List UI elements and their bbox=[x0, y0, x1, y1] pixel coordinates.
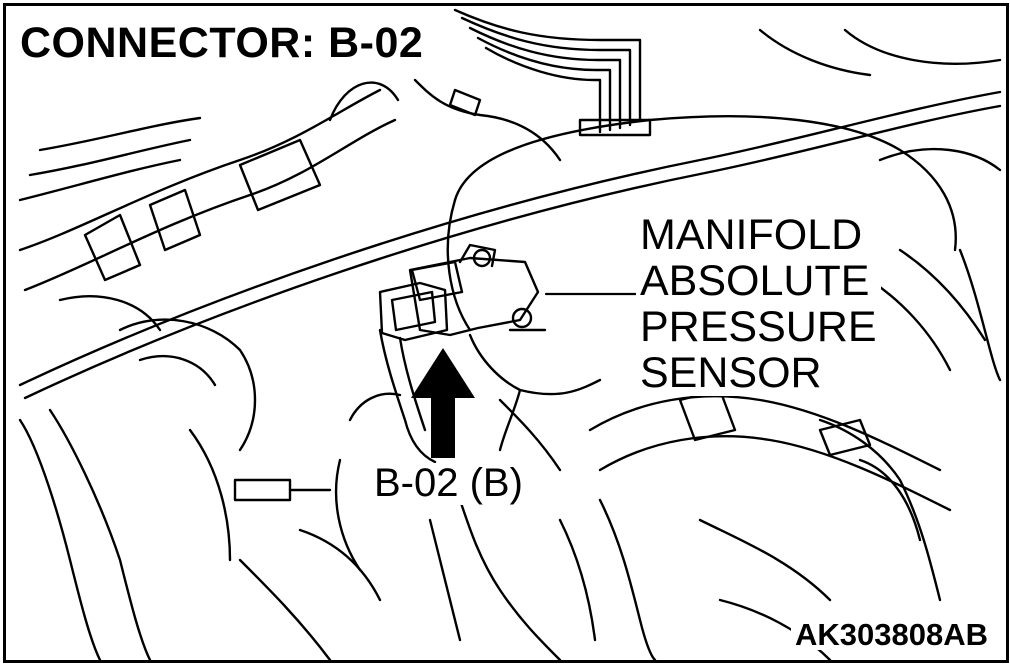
lower-left-components bbox=[18, 295, 382, 662]
b02-connector bbox=[378, 260, 464, 464]
component-label-line: PRESSURE bbox=[640, 303, 877, 351]
diagram-border bbox=[3, 3, 1009, 663]
intake-plenum bbox=[446, 28, 1002, 382]
component-label-line: MANIFOLD bbox=[640, 211, 863, 259]
component-label-line: SENSOR bbox=[640, 349, 822, 397]
figure-id: AK303808AB bbox=[791, 619, 992, 650]
connector-label: B-02 (B) bbox=[368, 463, 529, 505]
top-harness-lines bbox=[413, 8, 652, 162]
map-sensor bbox=[408, 243, 602, 452]
lower-central-hoses bbox=[334, 392, 562, 662]
component-label: MANIFOLD ABSOLUTE PRESSURE SENSOR bbox=[636, 212, 881, 396]
diagonal-rod bbox=[18, 90, 1002, 400]
left-harness-sleeves bbox=[18, 81, 400, 292]
component-label-line: ABSOLUTE bbox=[640, 257, 870, 305]
connector-arrow bbox=[411, 348, 475, 458]
diagram-title: CONNECTOR: B-02 bbox=[12, 20, 432, 69]
